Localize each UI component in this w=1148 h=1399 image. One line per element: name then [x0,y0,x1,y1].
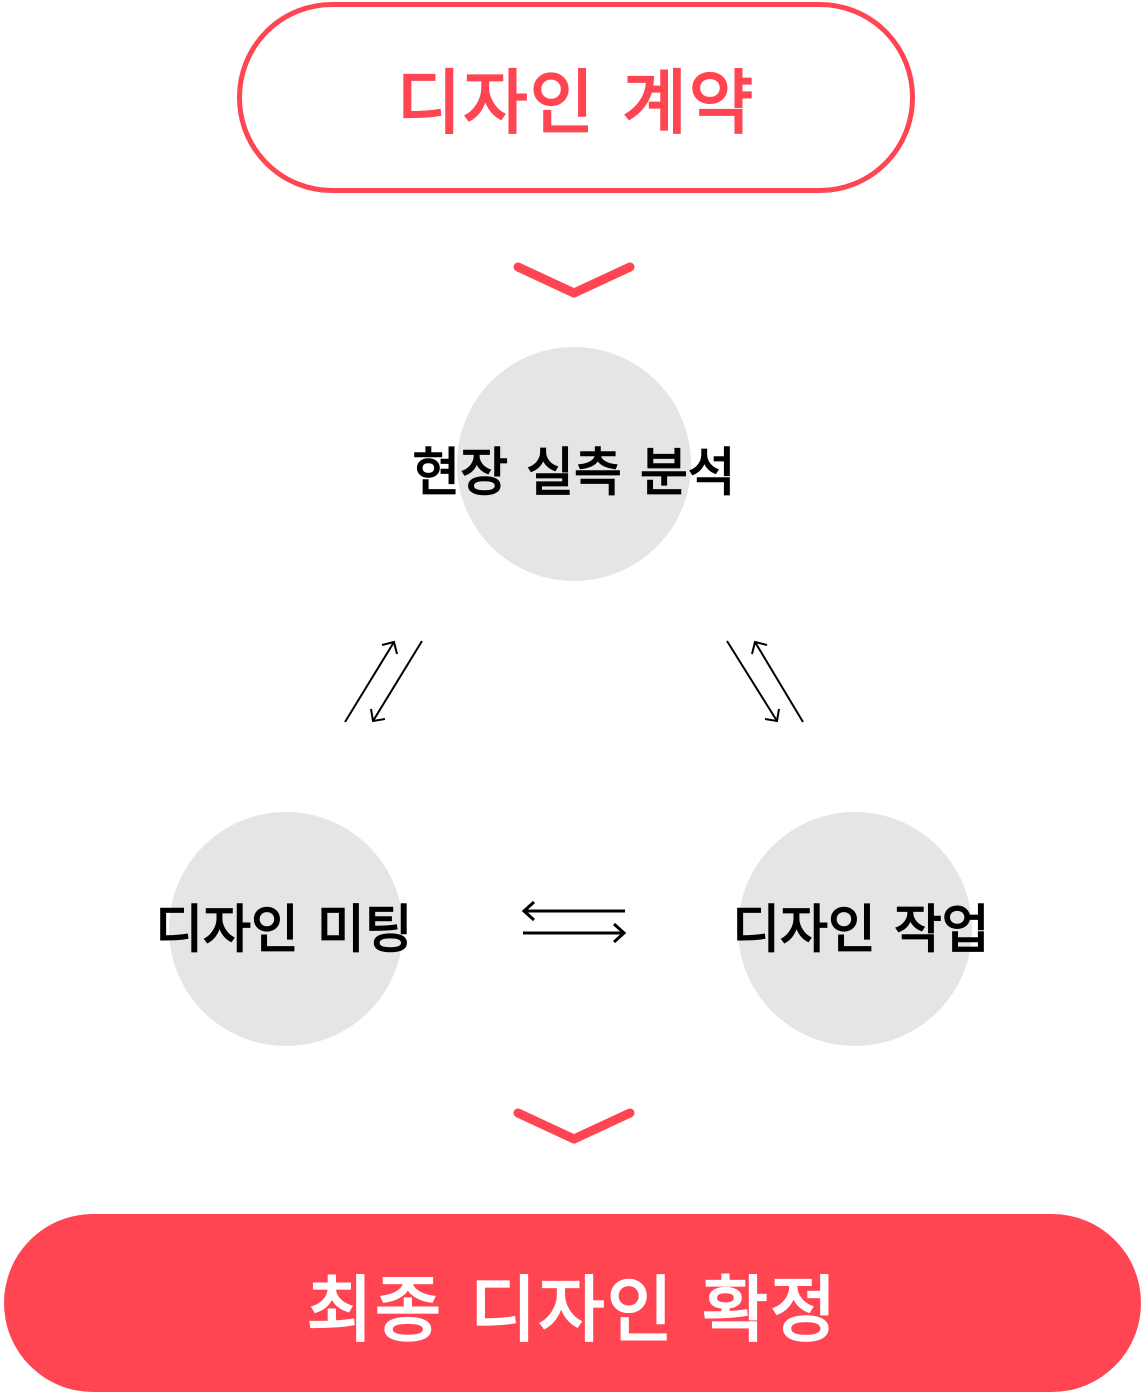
chevron-down-icon [513,1108,635,1144]
node-label-design-work: 디자인 작업 [732,900,990,961]
chevron-down-icon [513,262,635,298]
bidirectional-arrow-icon [344,640,423,723]
node-label-design-meeting: 디자인 미팅 [155,900,413,961]
bidirectional-arrow-icon [521,900,627,944]
end-step-label: 최종 디자인 확정 [306,1267,839,1352]
start-step-label: 디자인 계약 [396,62,756,144]
end-step-final-design: 최종 디자인 확정 [4,1214,1141,1392]
start-step-design-contract: 디자인 계약 [237,2,915,193]
node-label-site-survey: 현장 실측 분석 [412,443,736,504]
node-circle-design-meeting [169,812,403,1046]
node-circle-design-work [738,812,972,1046]
bidirectional-arrow-icon [726,640,804,723]
node-circle-site-survey [457,347,691,581]
